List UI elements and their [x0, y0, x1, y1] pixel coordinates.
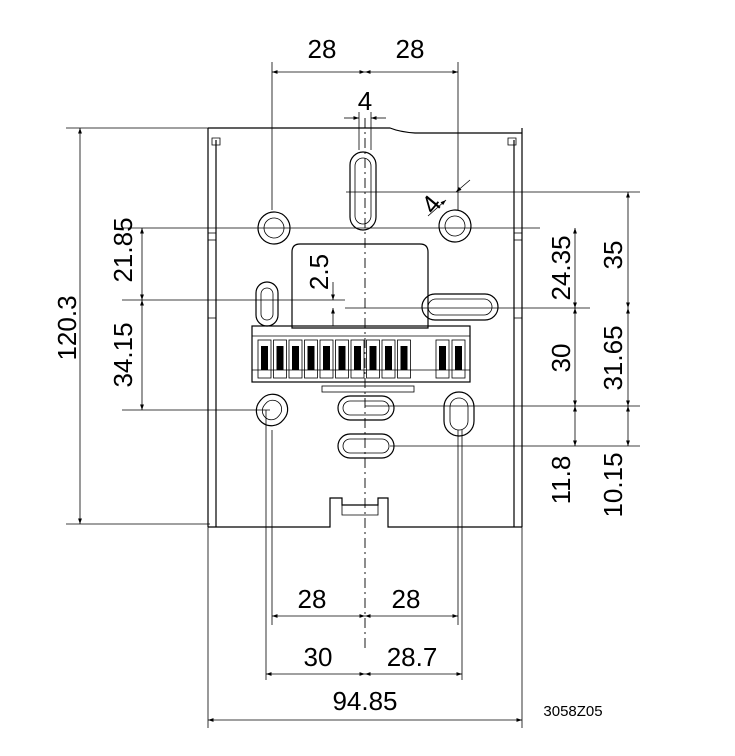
dim-top-right-28: 28: [396, 34, 425, 64]
dim-offset-2-5: 2.5: [304, 254, 334, 290]
dim-right-24-35: 24.35: [546, 235, 576, 300]
dim-height-120-3: 120.3: [52, 295, 82, 360]
dim-right-31-65: 31.65: [598, 325, 628, 390]
dim-right-10-15: 10.15: [598, 452, 628, 517]
dim-right-30: 30: [546, 344, 576, 373]
terminal-block: [251, 325, 471, 393]
dim-width-94-85: 94.85: [332, 686, 397, 716]
dim-bottom-28-7: 28.7: [387, 642, 438, 672]
dim-right-11-8: 11.8: [546, 456, 576, 505]
dim-diagonal-4: 4: [415, 189, 447, 219]
extension-lines: [66, 62, 640, 728]
dim-top-left-28: 28: [308, 34, 337, 64]
dim-left-34-15: 34.15: [108, 322, 138, 387]
dimension-lines: [78, 70, 630, 722]
dim-left-21-85: 21.85: [108, 217, 138, 282]
dim-right-35: 35: [598, 241, 628, 270]
dim-bottom-30: 30: [304, 642, 333, 672]
dim-bottom-left-28: 28: [298, 584, 327, 614]
plate-outline: [207, 127, 523, 528]
drawing-code: 3058Z05: [543, 703, 602, 720]
center-cutout: [291, 243, 429, 329]
mounting-holes: [255, 151, 499, 459]
dim-slot-width-4: 4: [358, 86, 372, 116]
dim-bottom-right-28: 28: [392, 584, 421, 614]
dimension-labels: 28 28 4 4 120.3 21.85 34.15 2.5 24.35 35…: [52, 34, 628, 720]
